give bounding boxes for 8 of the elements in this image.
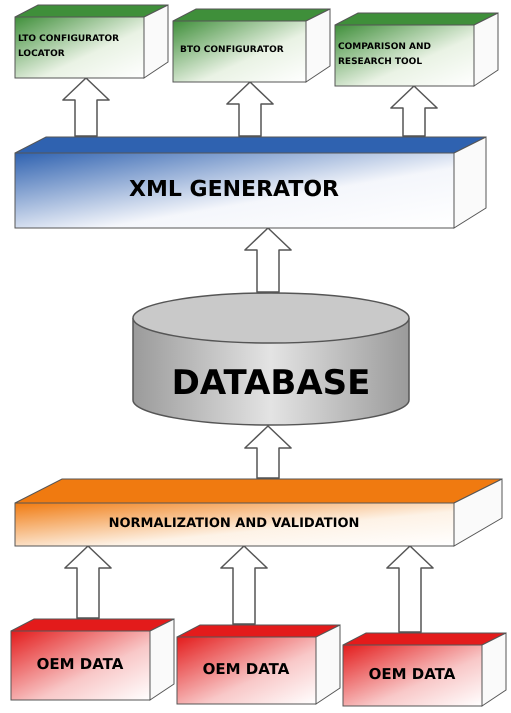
block-arrow [220, 545, 268, 625]
block-arrow [64, 545, 112, 619]
block-arrow [390, 85, 438, 137]
block-arrow [386, 545, 434, 633]
block-arrow [244, 227, 292, 293]
block-arrow [244, 425, 292, 479]
block-arrow [226, 81, 274, 137]
block-arrow [62, 77, 110, 137]
